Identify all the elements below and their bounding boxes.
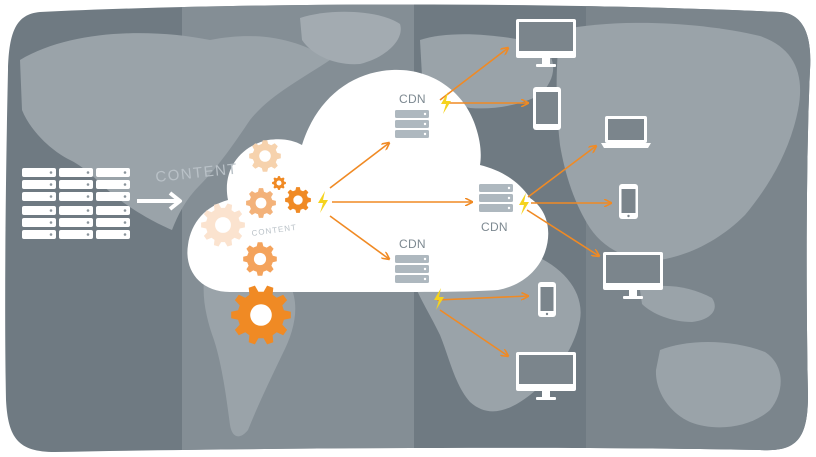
server-unit [59, 168, 93, 177]
gear-icon [272, 176, 286, 190]
laptop-icon [601, 116, 651, 148]
smartphone-icon [538, 282, 556, 317]
server-unit [59, 230, 93, 239]
server-unit [96, 230, 130, 239]
flow-arrow [526, 209, 599, 256]
flow-arrow [439, 309, 508, 356]
server-unit [96, 192, 130, 201]
server-unit [59, 206, 93, 215]
continent-north-america [20, 33, 330, 230]
lightning-bolt-icon [441, 92, 451, 114]
desktop-monitor-icon [516, 19, 576, 67]
server-stack-icon [395, 110, 429, 138]
server-unit [22, 230, 56, 239]
continent-southeast-asia [640, 285, 715, 322]
lightning-group [318, 92, 529, 310]
devices-group [516, 19, 663, 400]
cdn-label-middle: CDN [481, 220, 508, 234]
server-unit [22, 218, 56, 227]
flow-arrow [527, 146, 596, 198]
flow-arrow [329, 143, 389, 189]
lightning-bolt-icon [318, 191, 328, 213]
lightning-bolt-icon [519, 193, 529, 215]
gear-icon [231, 285, 291, 345]
server-rack-icon [22, 168, 130, 239]
gears-group [201, 140, 311, 345]
server-unit [96, 180, 130, 189]
flow-arrow [439, 48, 508, 101]
continent-greenland [300, 11, 401, 65]
server-stack-icon [395, 255, 429, 283]
flow-arrow [329, 215, 389, 259]
flow-arrow [436, 296, 528, 301]
server-unit [22, 206, 56, 215]
cdn-label-bottom: CDN [399, 237, 426, 251]
desktop-monitor-icon [603, 252, 663, 299]
server-unit [96, 218, 130, 227]
gear-icon [249, 140, 281, 172]
server-unit [22, 192, 56, 201]
gear-icon [285, 187, 311, 213]
tablet-icon [533, 87, 561, 130]
server-unit [22, 168, 56, 177]
server-stack-icon [479, 184, 513, 212]
gear-icon [246, 188, 276, 218]
lightning-bolt-icon [434, 288, 444, 310]
gear-icon [201, 203, 245, 247]
server-unit [59, 180, 93, 189]
continent-australia [655, 341, 781, 428]
server-unit [59, 192, 93, 201]
cdn-nodes [395, 110, 513, 283]
desktop-monitor-icon [516, 352, 576, 400]
gear-icon [243, 242, 277, 276]
cdn-label-top: CDN [399, 92, 426, 106]
server-unit [59, 218, 93, 227]
cloud-shape [187, 69, 549, 293]
source-arrow [137, 191, 182, 211]
distribution-arrows [329, 48, 611, 356]
server-unit [96, 206, 130, 215]
server-unit [96, 168, 130, 177]
server-unit [22, 180, 56, 189]
continent-asia [556, 22, 801, 261]
smartphone-icon [619, 184, 638, 219]
